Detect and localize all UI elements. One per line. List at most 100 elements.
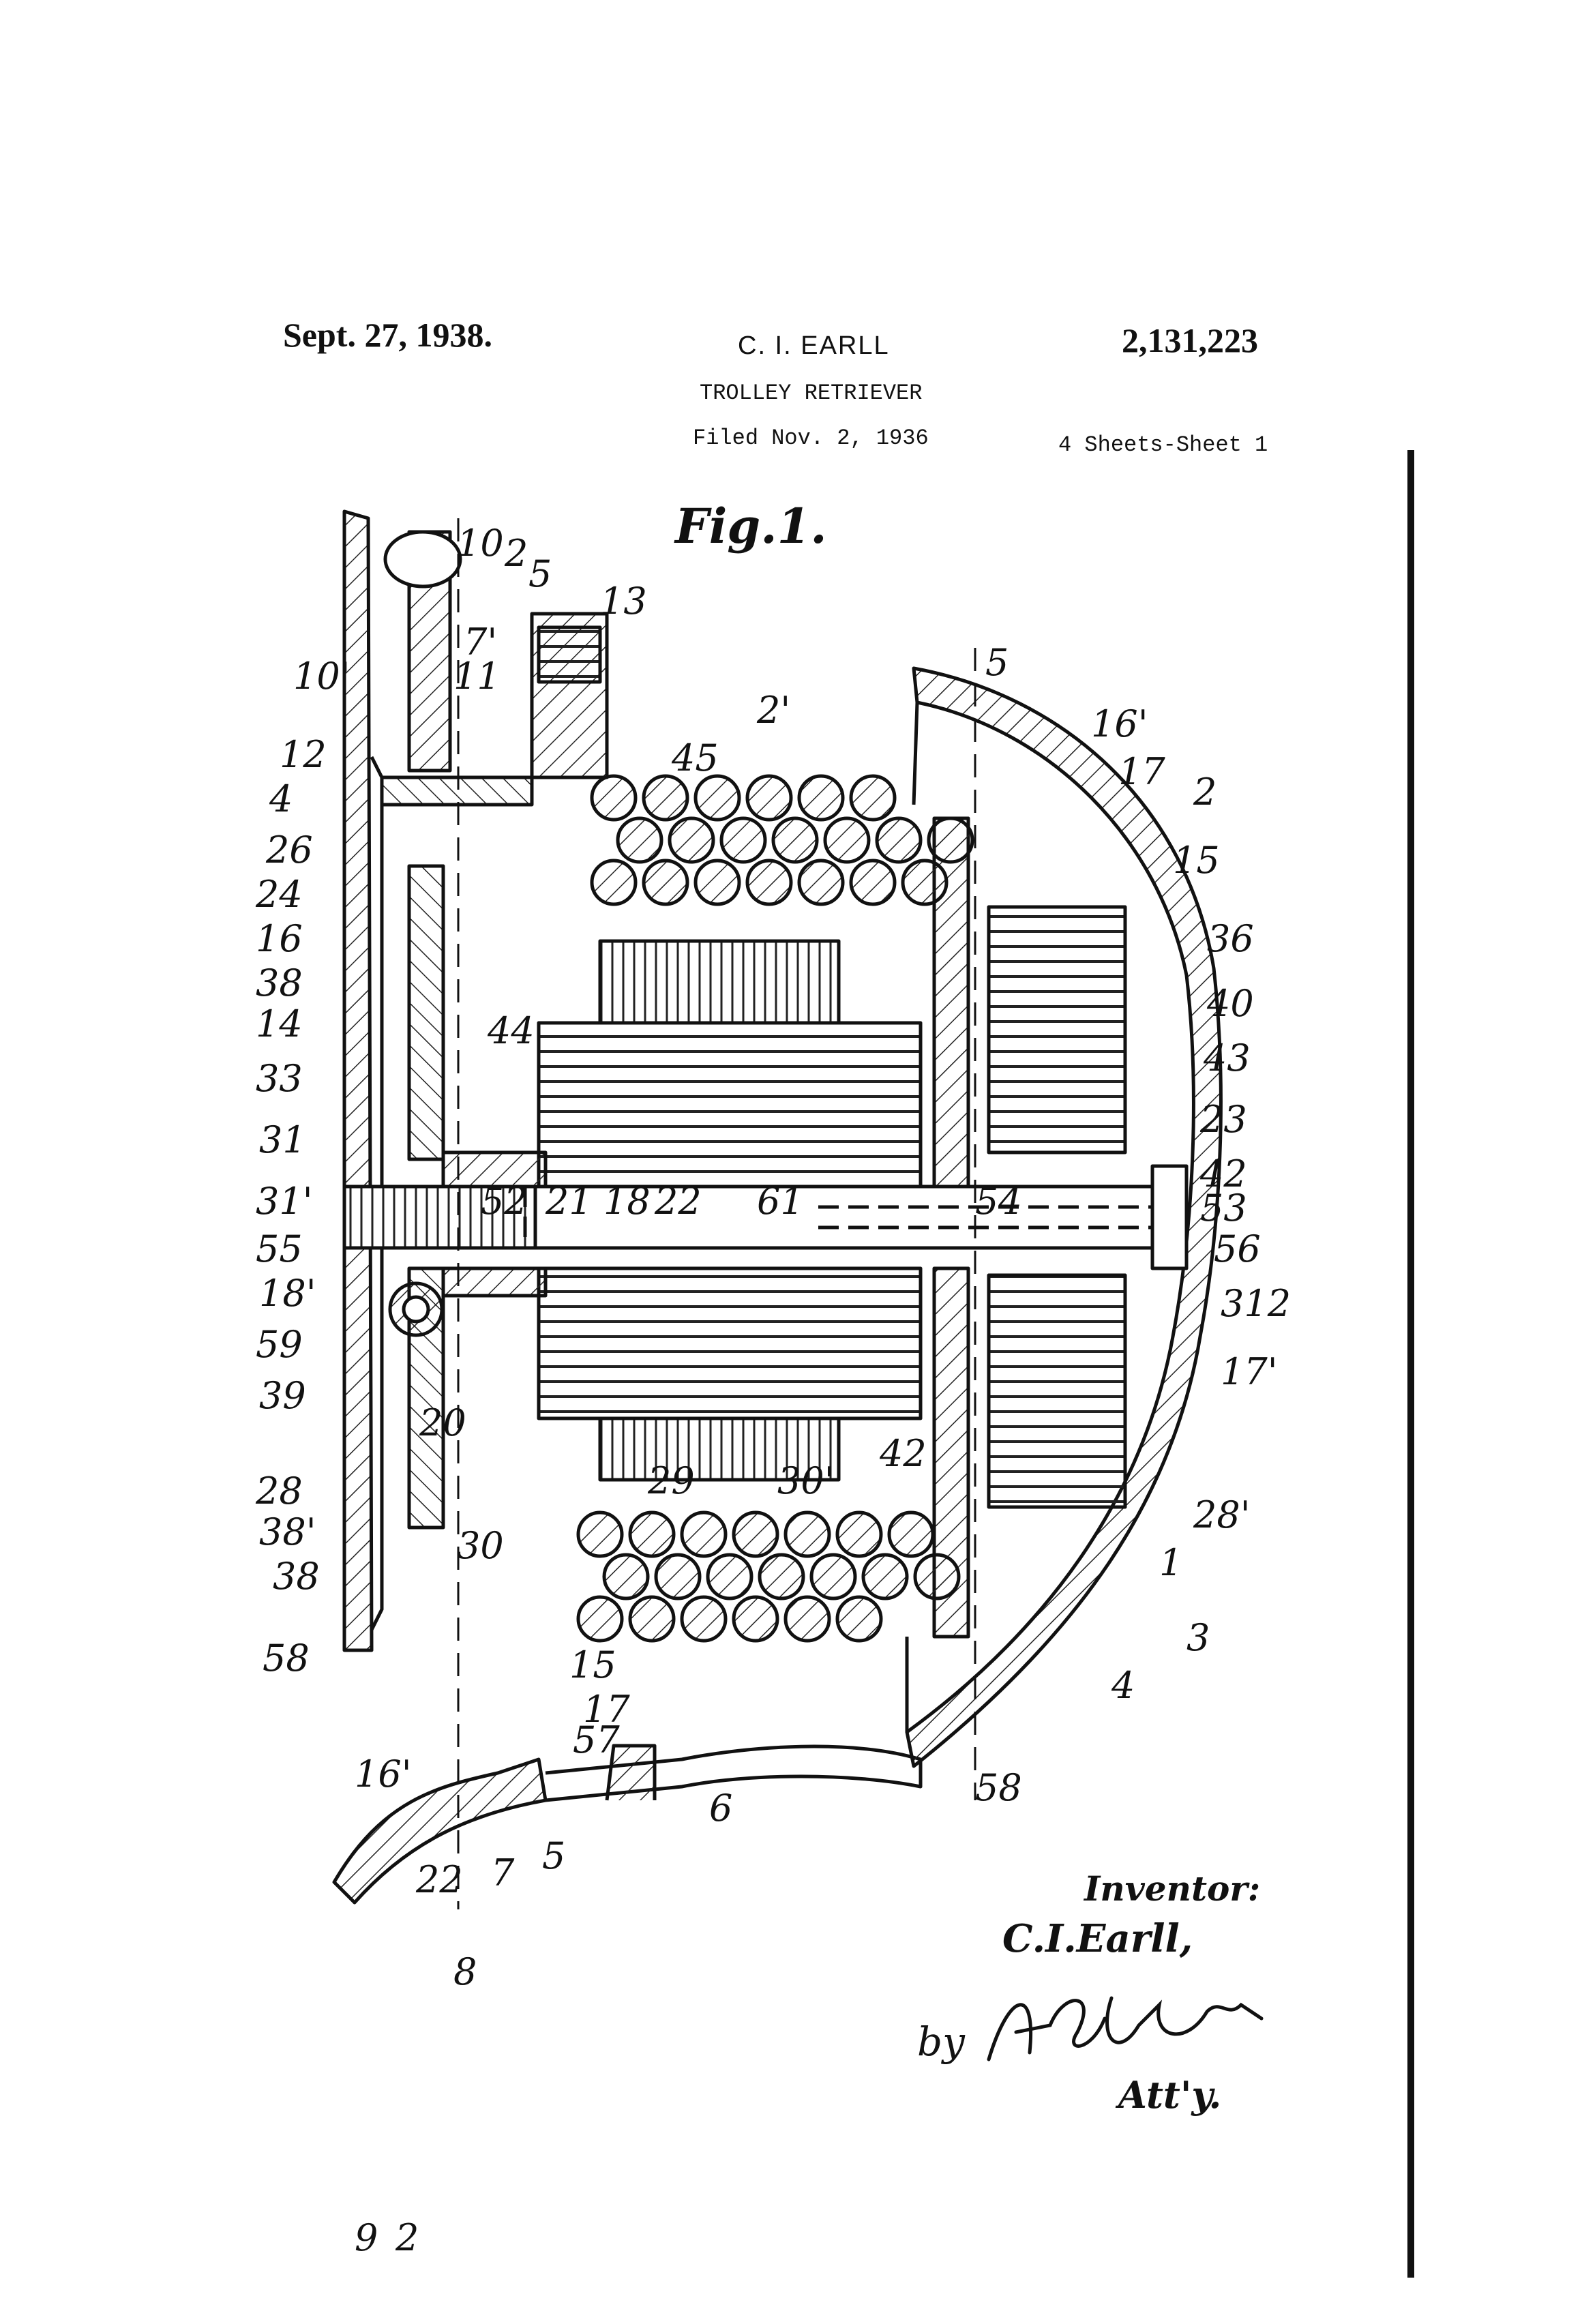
cable-coil bbox=[719, 816, 767, 864]
cable-coil bbox=[835, 1595, 883, 1643]
reference-numeral: 45 bbox=[671, 736, 719, 779]
cable-coil bbox=[693, 774, 741, 822]
reference-numeral: 28' bbox=[1193, 1493, 1251, 1536]
reference-numeral: 38 bbox=[273, 1555, 320, 1598]
reference-numeral: 59 bbox=[256, 1323, 303, 1366]
cable-coil bbox=[849, 774, 897, 822]
cable-coil bbox=[732, 1595, 779, 1643]
bottom-curved-housing bbox=[332, 1744, 923, 1905]
reference-numeral: 21 bbox=[545, 1180, 593, 1223]
cable-coil bbox=[642, 774, 689, 822]
inventor-label: Inventor: bbox=[1084, 1868, 1261, 1909]
reference-numeral: 53 bbox=[1200, 1187, 1247, 1230]
cable-coil bbox=[913, 1553, 961, 1600]
reference-numeral: 3 bbox=[1186, 1616, 1210, 1659]
reference-numeral: 31' bbox=[256, 1180, 313, 1223]
reference-numeral: 312 bbox=[1221, 1282, 1291, 1325]
patent-number: 2,131,223 bbox=[1122, 321, 1258, 359]
reference-numeral: 7' bbox=[464, 621, 497, 664]
cable-coil bbox=[783, 1510, 831, 1558]
cable-coil bbox=[590, 859, 638, 906]
cable-coil bbox=[706, 1553, 753, 1600]
reference-numeral: 28 bbox=[255, 1470, 303, 1513]
right-dome-housing bbox=[905, 666, 1223, 1768]
cable-coil bbox=[797, 859, 845, 906]
cable-coil bbox=[758, 1553, 805, 1600]
central-shaft bbox=[342, 1164, 1189, 1270]
cable-coil bbox=[927, 816, 974, 864]
cable-coil bbox=[849, 859, 897, 906]
top-frame-flange bbox=[380, 530, 609, 807]
inventor-name-header: C. I. EARLL bbox=[738, 331, 890, 360]
reference-numeral: 31 bbox=[259, 1118, 306, 1161]
cable-coil bbox=[835, 1510, 883, 1558]
cable-coil bbox=[628, 1510, 676, 1558]
cable-coil bbox=[668, 816, 715, 864]
cable-coil bbox=[887, 1510, 935, 1558]
reference-numeral: 18 bbox=[603, 1180, 651, 1223]
reference-numeral: 4 bbox=[269, 777, 293, 820]
cable-coil bbox=[602, 1553, 650, 1600]
reference-numeral: 26 bbox=[265, 829, 313, 872]
reference-numeral: 42 bbox=[1199, 1152, 1247, 1195]
reference-numeral: 1 bbox=[1159, 1541, 1182, 1584]
cable-coil bbox=[680, 1510, 728, 1558]
motor-laminations-upper bbox=[537, 939, 923, 1189]
cable-coil bbox=[680, 1595, 728, 1643]
reference-numeral: 43 bbox=[1203, 1037, 1251, 1079]
patent-title: TROLLEY RETRIEVER bbox=[700, 381, 923, 406]
right-stack-upper bbox=[987, 905, 1127, 1154]
reference-numeral: 17' bbox=[1221, 1350, 1278, 1393]
cable-coil bbox=[616, 816, 663, 864]
cable-coil bbox=[642, 859, 689, 906]
reference-numeral: 36 bbox=[1207, 917, 1254, 960]
attorney-title: Att'y. bbox=[1118, 2073, 1222, 2117]
cable-coil bbox=[797, 774, 845, 822]
reference-numeral: 23 bbox=[1199, 1098, 1247, 1141]
reference-numeral: 18' bbox=[259, 1272, 316, 1315]
figure-title: Fig.1. bbox=[675, 498, 827, 554]
reference-numeral: 38' bbox=[259, 1510, 316, 1553]
reference-numeral: 30' bbox=[777, 1459, 835, 1502]
reference-numeral: 2 bbox=[395, 2216, 419, 2259]
cable-coils-upper bbox=[590, 774, 974, 906]
reference-numeral: 4 bbox=[1111, 1664, 1135, 1707]
cable-coil bbox=[745, 774, 793, 822]
reference-numeral: 11 bbox=[453, 655, 501, 698]
cable-coil bbox=[732, 1510, 779, 1558]
reference-numeral: 14 bbox=[256, 1002, 303, 1045]
reference-numeral: 17 bbox=[1118, 750, 1165, 793]
reference-numeral: 15 bbox=[569, 1643, 616, 1686]
reference-numeral: 55 bbox=[256, 1227, 303, 1270]
reference-numeral: 22 bbox=[415, 1858, 463, 1901]
reference-numeral: 52 bbox=[481, 1180, 528, 1223]
patent-date: Sept. 27, 1938. bbox=[283, 316, 492, 354]
reference-numeral: 24 bbox=[255, 873, 303, 916]
cable-coil bbox=[654, 1553, 702, 1600]
reference-numeral: 29 bbox=[647, 1459, 695, 1502]
inventor-signature: C.I.Earll, bbox=[1002, 1916, 1193, 1961]
reference-numeral: 40 bbox=[1206, 982, 1254, 1025]
reference-numeral: 17 bbox=[583, 1688, 630, 1731]
reference-numeral: 16' bbox=[355, 1753, 412, 1796]
reference-numeral: 16 bbox=[256, 917, 303, 960]
motor-laminations-lower bbox=[537, 1266, 923, 1482]
reference-numeral: 7 bbox=[491, 1851, 515, 1894]
cable-coil bbox=[901, 859, 949, 906]
reference-numeral: 56 bbox=[1214, 1227, 1261, 1270]
reference-numeral: 9 bbox=[355, 2216, 378, 2259]
reference-numeral: 33 bbox=[256, 1057, 303, 1100]
reference-numeral: 15 bbox=[1173, 839, 1220, 882]
reference-numeral: 44 bbox=[487, 1009, 535, 1052]
cable-coil bbox=[693, 859, 741, 906]
reference-numeral: 20 bbox=[419, 1401, 466, 1444]
reference-numeral: 61 bbox=[757, 1180, 804, 1223]
reference-numeral: 22 bbox=[654, 1180, 702, 1223]
reference-numeral: 5 bbox=[528, 552, 552, 595]
filed-date: Filed Nov. 2, 1936 bbox=[693, 426, 929, 451]
reference-numeral: 16' bbox=[1091, 702, 1148, 745]
reference-numeral: 10 bbox=[457, 522, 504, 565]
reference-numeral: 42 bbox=[879, 1432, 927, 1475]
cable-coil bbox=[576, 1595, 624, 1643]
